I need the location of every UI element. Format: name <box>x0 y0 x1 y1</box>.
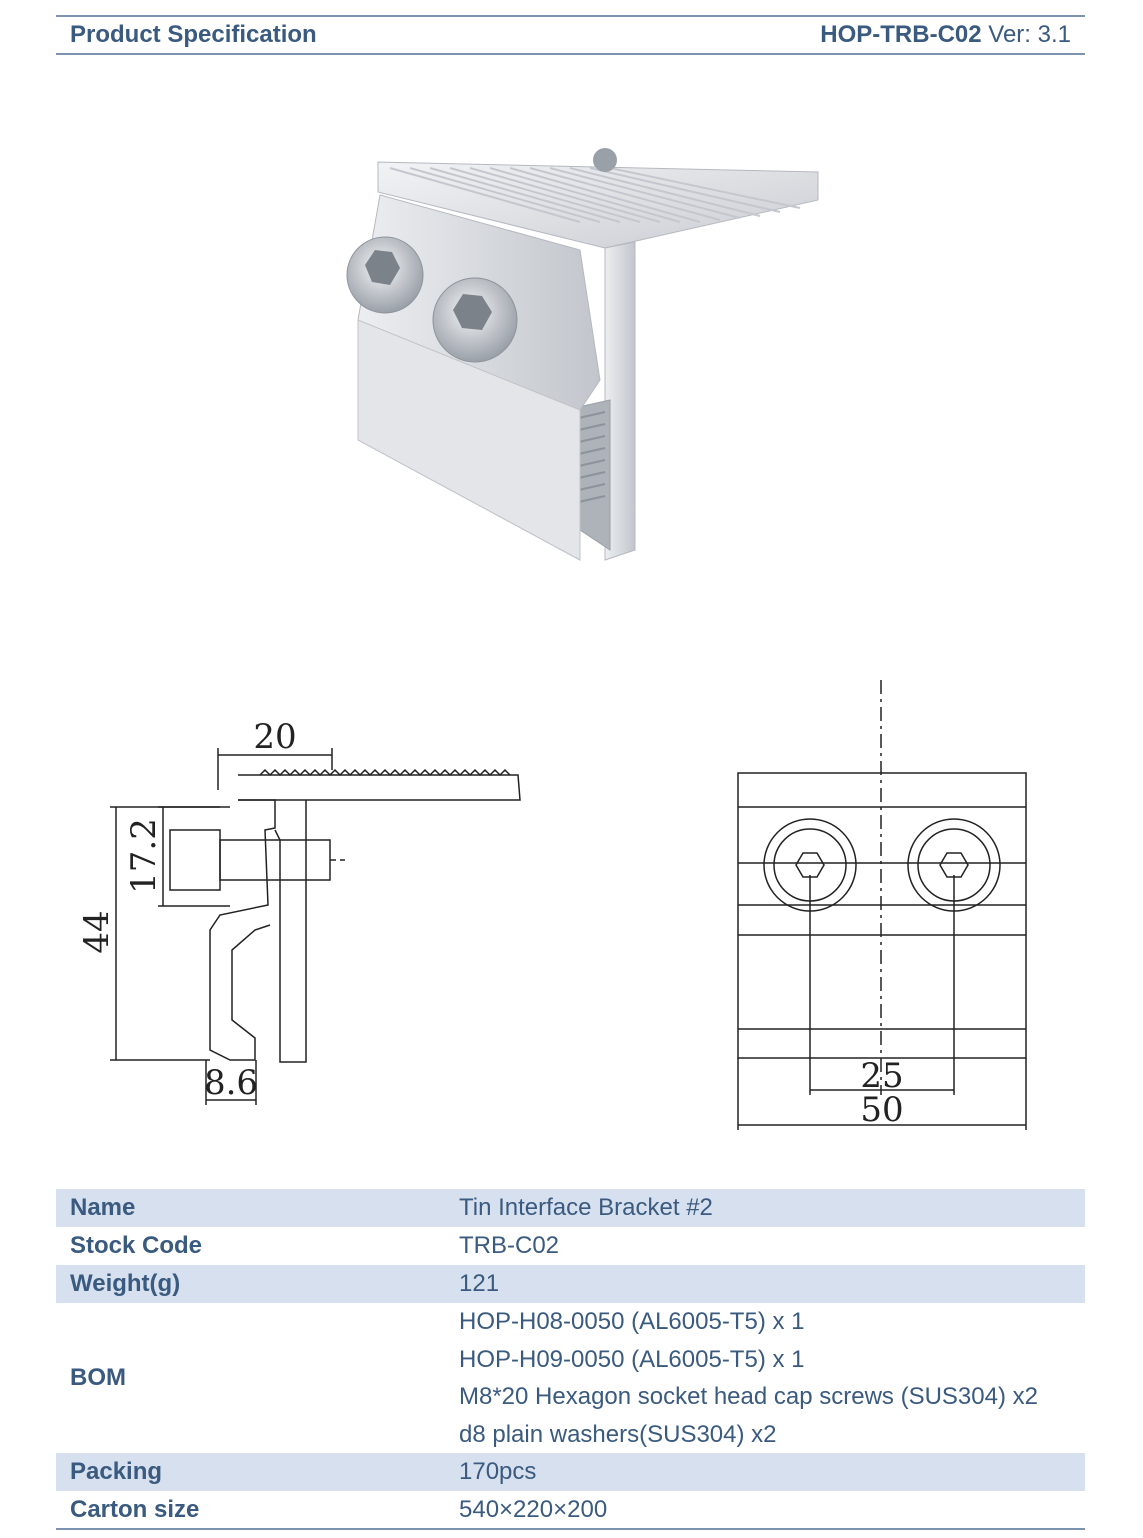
dim-width-label: 20 <box>253 717 296 757</box>
spec-table: Name Tin Interface Bracket #2 Stock Code… <box>56 1189 1085 1529</box>
spec-row-stock: Stock Code TRB-C02 <box>56 1227 1085 1265</box>
spec-value: HOP-H08-0050 (AL6005-T5) x 1 HOP-H09-005… <box>445 1303 1085 1453</box>
spec-value: 170pcs <box>445 1453 1085 1491</box>
spec-key: Carton size <box>70 1496 200 1523</box>
dim-width-label: 50 <box>860 1090 903 1130</box>
spec-row-bom: BOM HOP-H08-0050 (AL6005-T5) x 1 HOP-H09… <box>56 1303 1085 1453</box>
spec-value: Tin Interface Bracket #2 <box>445 1189 1085 1227</box>
bom-item: M8*20 Hexagon socket head cap screws (SU… <box>459 1383 1038 1410</box>
spec-value: TRB-C02 <box>459 1232 560 1259</box>
table-bottom-rule <box>56 1528 1085 1530</box>
spec-value: 121 <box>445 1265 1085 1303</box>
dim-pitch-label: 25 <box>860 1056 903 1096</box>
spec-key: Name <box>56 1189 445 1227</box>
spec-row-weight: Weight(g) 121 <box>56 1265 1085 1303</box>
spec-key: Stock Code <box>70 1232 203 1259</box>
bom-item: HOP-H09-0050 (AL6005-T5) x 1 <box>459 1345 805 1373</box>
document-code: HOP-TRB-C02 Ver: 3.1 <box>820 21 1085 49</box>
spec-key: BOM <box>70 1364 126 1391</box>
spec-key: Weight(g) <box>56 1265 445 1303</box>
bom-item: HOP-H08-0050 (AL6005-T5) x 1 <box>459 1308 805 1335</box>
product-photo <box>346 148 819 561</box>
front-view-drawing: 25 50 <box>737 680 1027 1130</box>
product-code: HOP-TRB-C02 <box>820 21 982 48</box>
side-view-drawing: 20 17.2 44 8.6 <box>77 717 521 1105</box>
spec-row-carton: Carton size 540×220×200 <box>56 1491 1085 1529</box>
page-header: Product Specification HOP-TRB-C02 Ver: 3… <box>56 15 1085 55</box>
spec-key: Packing <box>56 1453 445 1491</box>
bom-item: d8 plain washers(SUS304) x2 <box>459 1420 777 1448</box>
spec-row-packing: Packing 170pcs <box>56 1453 1085 1491</box>
spec-value: 540×220×200 <box>459 1496 608 1523</box>
spec-row-name: Name Tin Interface Bracket #2 <box>56 1189 1085 1227</box>
dim-bolt-label: 17.2 <box>124 818 164 894</box>
dim-height-label: 44 <box>77 910 117 953</box>
version: Ver: 3.1 <box>988 21 1071 48</box>
dim-foot-label: 8.6 <box>204 1063 258 1103</box>
page-title: Product Specification <box>70 21 317 48</box>
